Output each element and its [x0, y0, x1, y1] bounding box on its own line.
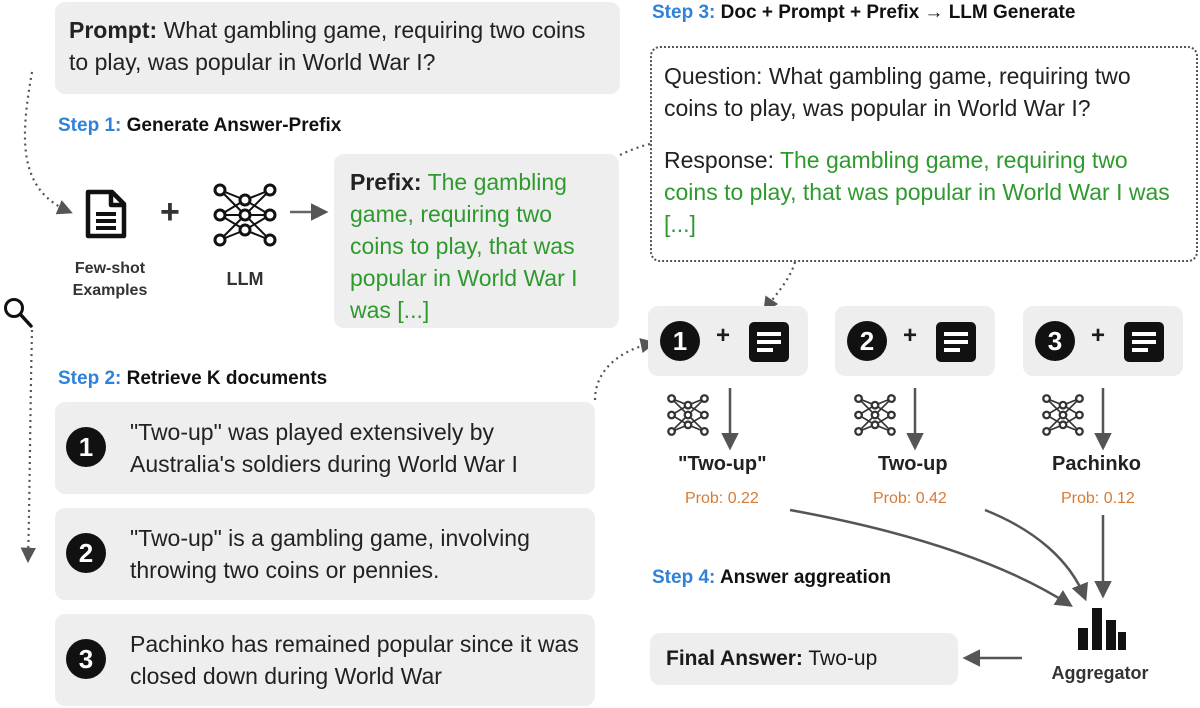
document-icon: [85, 189, 127, 239]
few-shot-label: Few-shot Examples: [72, 260, 148, 299]
plus-sign: +: [903, 322, 918, 349]
doc-number-badge: 3: [66, 639, 106, 679]
candidate-answer-1: "Two-up": [678, 453, 767, 475]
candidate-prob-1: Prob: 0.22: [685, 490, 759, 507]
prefix-box: Prefix: The gambling game, requiring two…: [334, 154, 619, 328]
step1-heading: Step 1: Generate Answer-Prefix: [58, 115, 342, 136]
doc-number-badge: 1: [66, 427, 106, 467]
final-answer-label: Final Answer:: [666, 647, 803, 670]
prefix-label: Prefix:: [350, 169, 422, 195]
document-item-3: 3 Pachinko has remained popular since it…: [55, 614, 595, 706]
final-answer-box: Final Answer: Two-up: [650, 633, 958, 685]
doc-text: "Two-up" is a gambling game, involving t…: [130, 525, 530, 583]
doc-number-badge: 2: [847, 321, 887, 361]
plus-sign: +: [160, 193, 180, 231]
neural-network-icon: [213, 183, 277, 247]
doc-text: "Two-up" was played extensively by Austr…: [130, 419, 518, 477]
search-icon: [4, 298, 33, 328]
doc-number-badge: 1: [660, 321, 700, 361]
generation-input-box: Question: What gambling game, requiring …: [650, 46, 1198, 262]
plus-sign: +: [1091, 322, 1106, 349]
prompt-box: Prompt: What gambling game, requiring tw…: [55, 2, 620, 94]
doc-number-badge: 2: [66, 533, 106, 573]
prob2-to-aggregator-arrow: [984, 508, 1088, 602]
document-icon: [936, 322, 976, 362]
llm-label: LLM: [226, 269, 264, 289]
combo-box-1: 1 +: [648, 306, 808, 376]
step2-heading: Step 2: Retrieve K documents: [58, 368, 328, 389]
combo-box-3: 3 +: [1023, 306, 1183, 376]
prefix-text: The gambling game, requiring two coins t…: [350, 169, 578, 323]
candidate-prob-3: Prob: 0.12: [1061, 490, 1135, 507]
prompt-text: What gambling game, requiring two coins …: [69, 17, 586, 75]
doc-text: Pachinko has remained popular since it w…: [130, 631, 579, 689]
candidate-answer-3: Pachinko: [1052, 453, 1141, 475]
document-icon: [749, 322, 789, 362]
neural-network-icon: [1042, 394, 1084, 436]
candidate-answer-2: Two-up: [878, 453, 948, 475]
document-icon: [1124, 322, 1164, 362]
candidate-prob-2: Prob: 0.42: [873, 490, 947, 507]
neural-network-icon: [854, 394, 896, 436]
prompt-label: Prompt:: [69, 17, 158, 43]
response-text: Response: The gambling game, requiring t…: [664, 147, 1170, 237]
plus-sign: +: [716, 322, 731, 349]
step3-heading: Step 3: Doc + Prompt + Prefix → LLM Gene…: [652, 2, 1076, 23]
step4-heading: Step 4: Answer aggreation: [652, 567, 891, 588]
step3-to-combo-connector: [763, 261, 797, 313]
prob1-to-aggregator-arrow: [789, 508, 1073, 607]
prompt-to-documents-connector: [20, 329, 37, 564]
document-item-2: 2 "Two-up" is a gambling game, involving…: [55, 508, 595, 600]
final-answer-value: Two-up: [808, 647, 878, 670]
aggregator-label: Aggregator: [1051, 663, 1149, 683]
neural-network-icon: [667, 394, 709, 436]
doc-number-badge: 3: [1035, 321, 1075, 361]
question-text: Question: What gambling game, requiring …: [664, 63, 1131, 121]
documents-to-combo-connector: [593, 338, 657, 401]
bar-chart-icon: [1078, 608, 1126, 650]
document-item-1: 1 "Two-up" was played extensively by Aus…: [55, 402, 595, 494]
combo-box-2: 2 +: [835, 306, 995, 376]
